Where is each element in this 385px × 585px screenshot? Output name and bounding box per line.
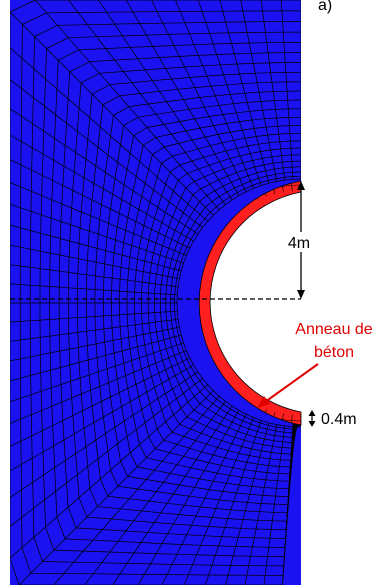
mesh-ring-line bbox=[58, 52, 301, 539]
header-fragment: a) bbox=[318, 0, 332, 14]
radius-label: 4m bbox=[288, 235, 310, 252]
ring-region bbox=[199, 181, 301, 425]
mesh-ring-line bbox=[147, 147, 301, 455]
mesh-ring-line bbox=[19, 10, 301, 576]
mesh-ring-line bbox=[141, 140, 301, 461]
mesh-ring-line bbox=[154, 154, 301, 449]
mesh-ring-line bbox=[29, 21, 301, 567]
thickness-label: 0.4m bbox=[321, 411, 357, 428]
thickness-dimension-arrow bbox=[308, 410, 316, 427]
mesh-ring-line bbox=[174, 175, 301, 430]
mesh-ring-line bbox=[94, 90, 301, 505]
mesh-ring-line bbox=[159, 160, 301, 443]
mesh-ring-line bbox=[68, 62, 301, 531]
soil-grid-lines bbox=[10, 0, 301, 585]
radius-label-bg bbox=[282, 232, 316, 252]
mesh-ring-line bbox=[39, 31, 301, 557]
mesh-ring-line bbox=[134, 132, 301, 468]
mesh-ring-line bbox=[49, 42, 301, 548]
mesh-ring-line bbox=[165, 166, 301, 438]
soil-mesh bbox=[10, 0, 301, 585]
mesh-ring-line bbox=[77, 71, 301, 522]
mesh-ring-line bbox=[170, 171, 301, 434]
mesh-ring-line bbox=[176, 178, 301, 428]
ring-label-arrow bbox=[257, 363, 319, 408]
ring-label-line1: Anneau de bbox=[295, 321, 373, 338]
ring-label-line2: béton bbox=[314, 344, 354, 361]
mesh-ring-line bbox=[111, 108, 301, 490]
soil-region bbox=[10, 0, 301, 585]
mesh-ring-line bbox=[102, 99, 301, 497]
mesh-ring-line bbox=[85, 81, 301, 514]
mesh-ring-line bbox=[119, 116, 301, 482]
mesh-ring-line bbox=[126, 125, 301, 475]
